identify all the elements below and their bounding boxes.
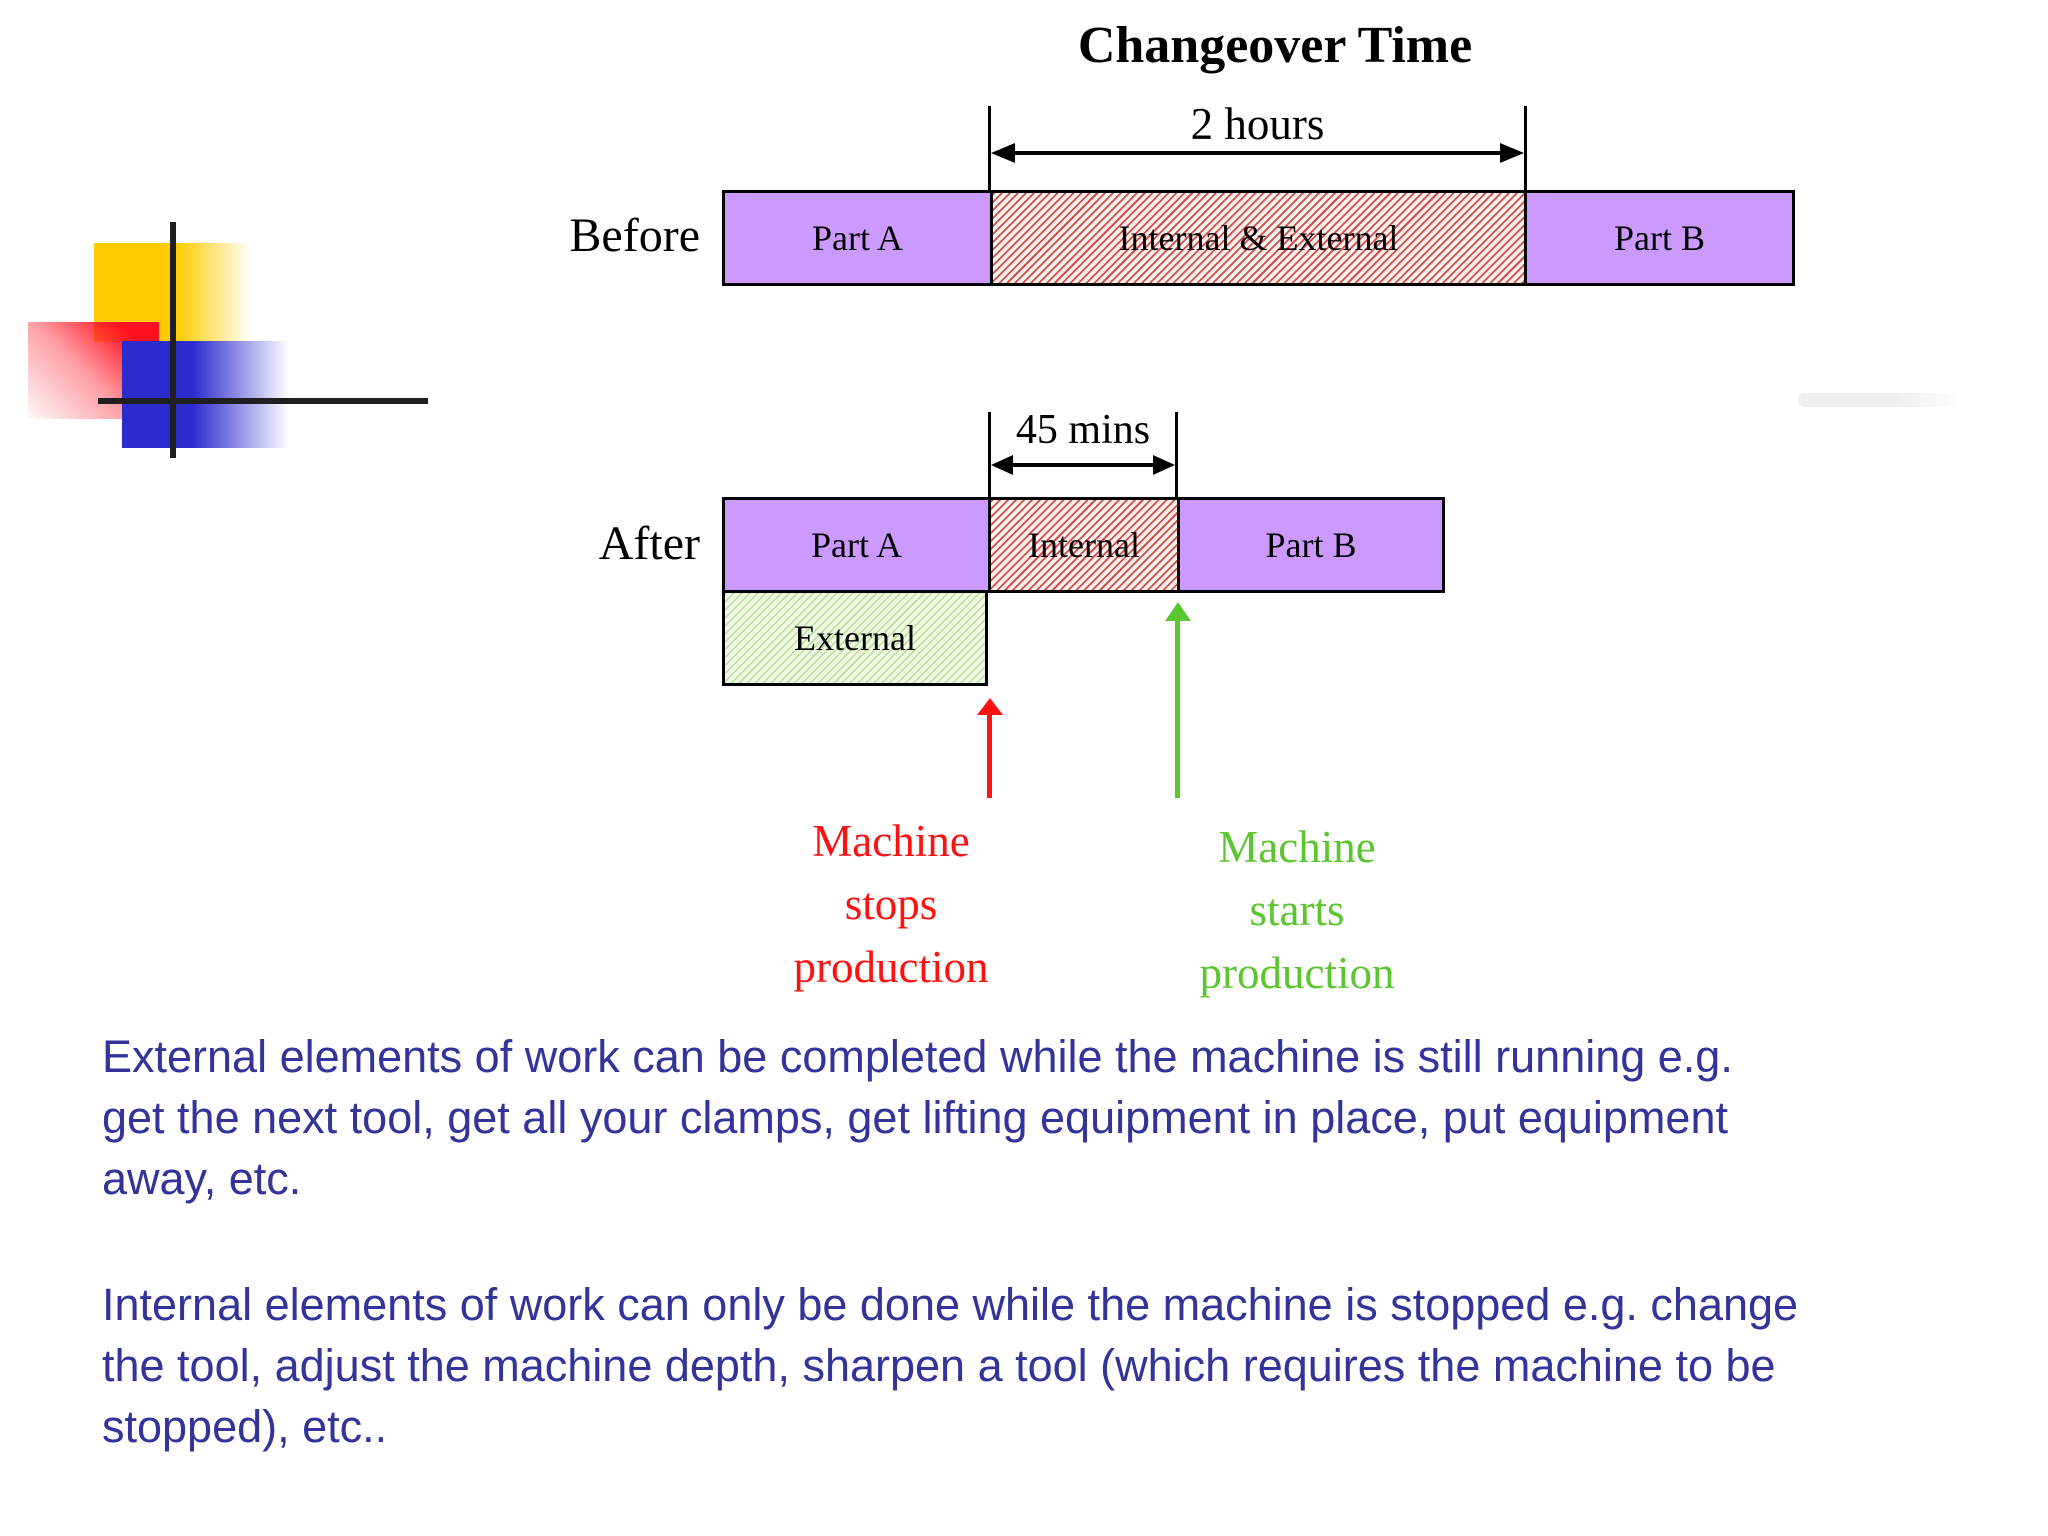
machine-stops-label: Machine stops production: [793, 816, 989, 992]
machine-starts-arrow-icon: [1165, 602, 1191, 621]
after-duration-label: 45 mins: [1015, 407, 1151, 453]
machine-starts-label: Machine starts production: [1199, 822, 1395, 998]
logo-blue-square: [122, 341, 289, 448]
before-duration-label: 2 hours: [1190, 99, 1325, 149]
before-segment-part-a: Part A: [725, 193, 990, 283]
machine-starts-arrow-line: [1175, 618, 1180, 798]
after-segment-part-a: Part A: [725, 500, 988, 590]
before-row-label: Before: [569, 209, 700, 262]
after-dimension-tick-right: [1175, 412, 1178, 497]
before-segment-internal-external: Internal & External: [990, 193, 1524, 283]
after-dimension-arrow: [991, 455, 1175, 475]
faint-highlight-artifact: [1798, 393, 1963, 407]
after-timeline-bar: Part A Internal Part B: [722, 497, 1445, 593]
logo-cross-horizontal-line: [98, 398, 428, 404]
logo-cross-vertical-line: [170, 222, 176, 458]
machine-stops-arrow-line: [987, 712, 992, 798]
after-segment-internal: Internal: [988, 500, 1177, 590]
after-external-box: External: [722, 590, 988, 686]
before-dimension-tick-left: [988, 106, 991, 198]
after-row-label: After: [598, 517, 700, 570]
after-segment-part-b: Part B: [1177, 500, 1442, 590]
external-elements-paragraph: External elements of work can be complet…: [102, 1031, 1733, 1204]
before-dimension-arrow: [991, 143, 1524, 163]
before-dimension-tick-right: [1524, 106, 1527, 198]
after-dimension-tick-left: [988, 412, 991, 497]
machine-stops-arrow-icon: [977, 698, 1003, 715]
before-timeline-bar: Part A Internal & External Part B: [722, 190, 1795, 286]
before-segment-part-b: Part B: [1524, 193, 1792, 283]
internal-elements-paragraph: Internal elements of work can only be do…: [102, 1279, 1799, 1452]
page-title: Changeover Time: [1077, 17, 1473, 74]
